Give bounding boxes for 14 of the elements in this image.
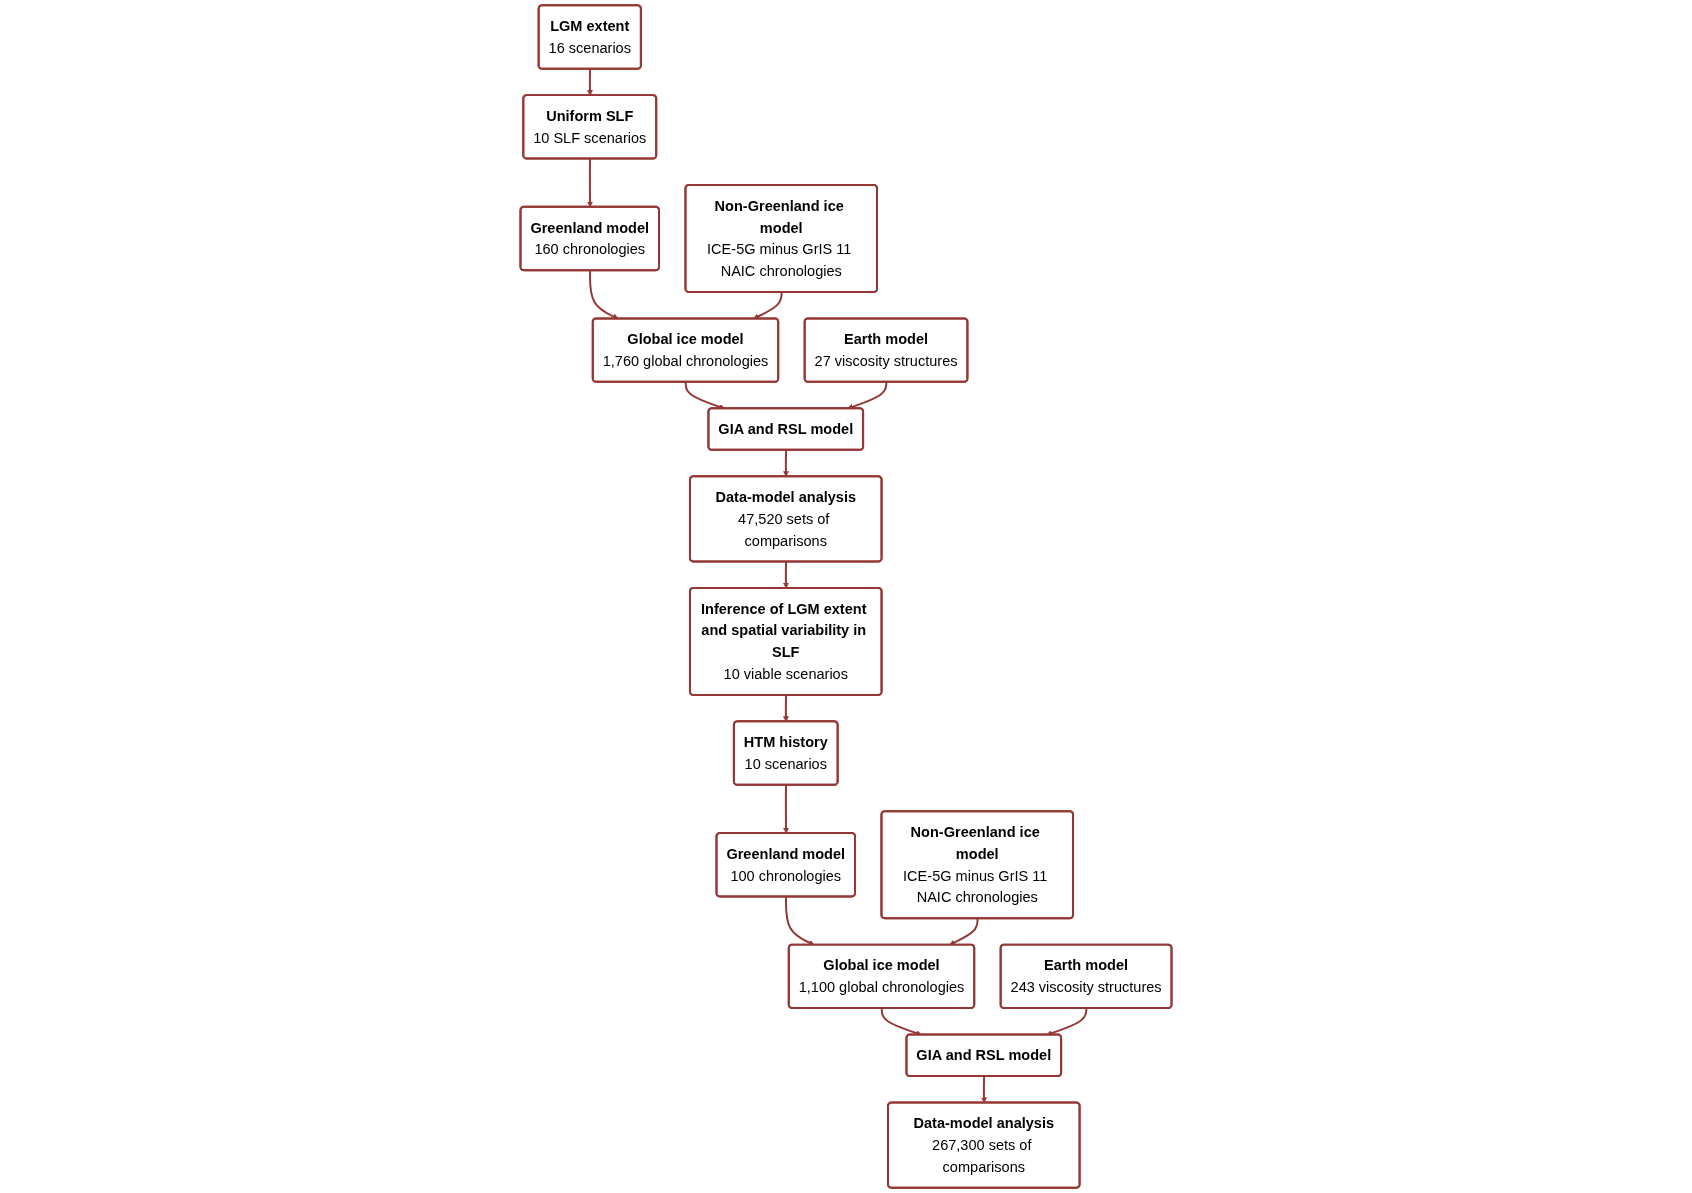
arrow <box>783 694 789 722</box>
arrow <box>847 381 888 410</box>
arrow <box>981 1075 987 1104</box>
arrow <box>880 1007 922 1036</box>
arrow <box>785 895 815 946</box>
arrow <box>783 784 789 834</box>
arrow <box>1046 1007 1088 1036</box>
arrow <box>587 157 593 208</box>
arrow <box>783 560 789 589</box>
arrow <box>589 269 619 320</box>
arrow <box>587 68 593 96</box>
arrow <box>753 291 783 320</box>
arrow <box>949 917 979 946</box>
arrow <box>783 449 789 477</box>
